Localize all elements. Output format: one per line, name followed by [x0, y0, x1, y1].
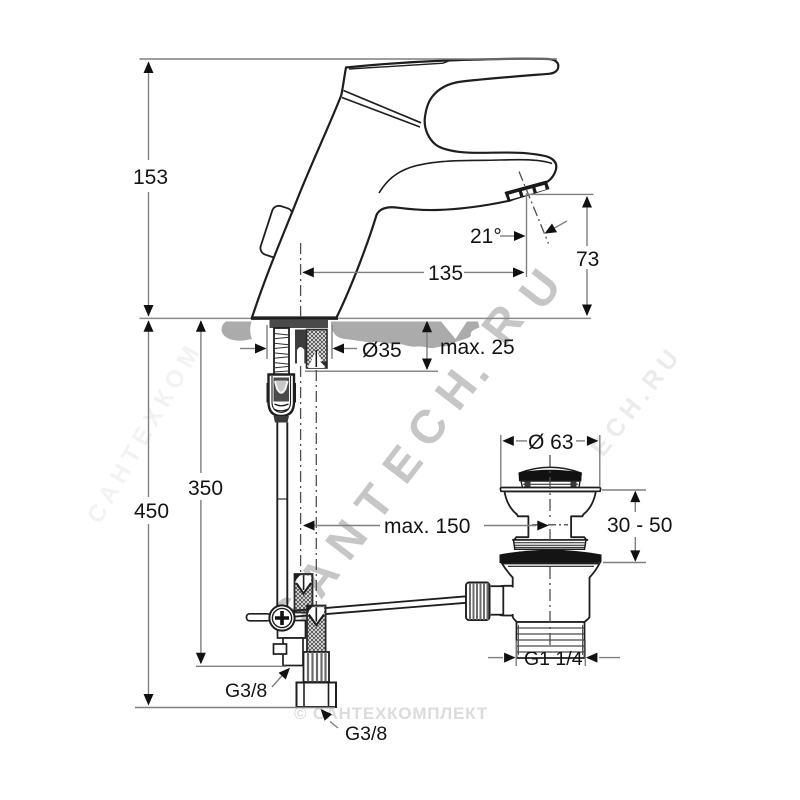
- svg-text:135: 135: [428, 262, 463, 285]
- svg-text:350: 350: [188, 477, 223, 500]
- svg-text:© САНТЕХКОМПЛЕКТ: © САНТЕХКОМПЛЕКТ: [294, 704, 488, 723]
- svg-text:73: 73: [576, 248, 599, 271]
- svg-text:G3/8: G3/8: [225, 680, 267, 702]
- svg-text:30 - 50: 30 - 50: [607, 514, 672, 537]
- svg-text:Ø35: Ø35: [362, 339, 402, 362]
- svg-text:450: 450: [134, 500, 169, 523]
- svg-text:G1 1/4: G1 1/4: [524, 648, 583, 670]
- svg-text:153: 153: [133, 166, 168, 189]
- svg-text:21°: 21°: [470, 225, 502, 248]
- svg-text:max. 150: max. 150: [384, 515, 470, 538]
- svg-text:Ø 63: Ø 63: [528, 431, 574, 454]
- svg-text:max. 25: max. 25: [440, 336, 515, 359]
- svg-text:ECH.RU: ECH.RU: [586, 340, 689, 462]
- svg-text:U: U: [508, 259, 571, 318]
- svg-text:G3/8: G3/8: [345, 723, 387, 745]
